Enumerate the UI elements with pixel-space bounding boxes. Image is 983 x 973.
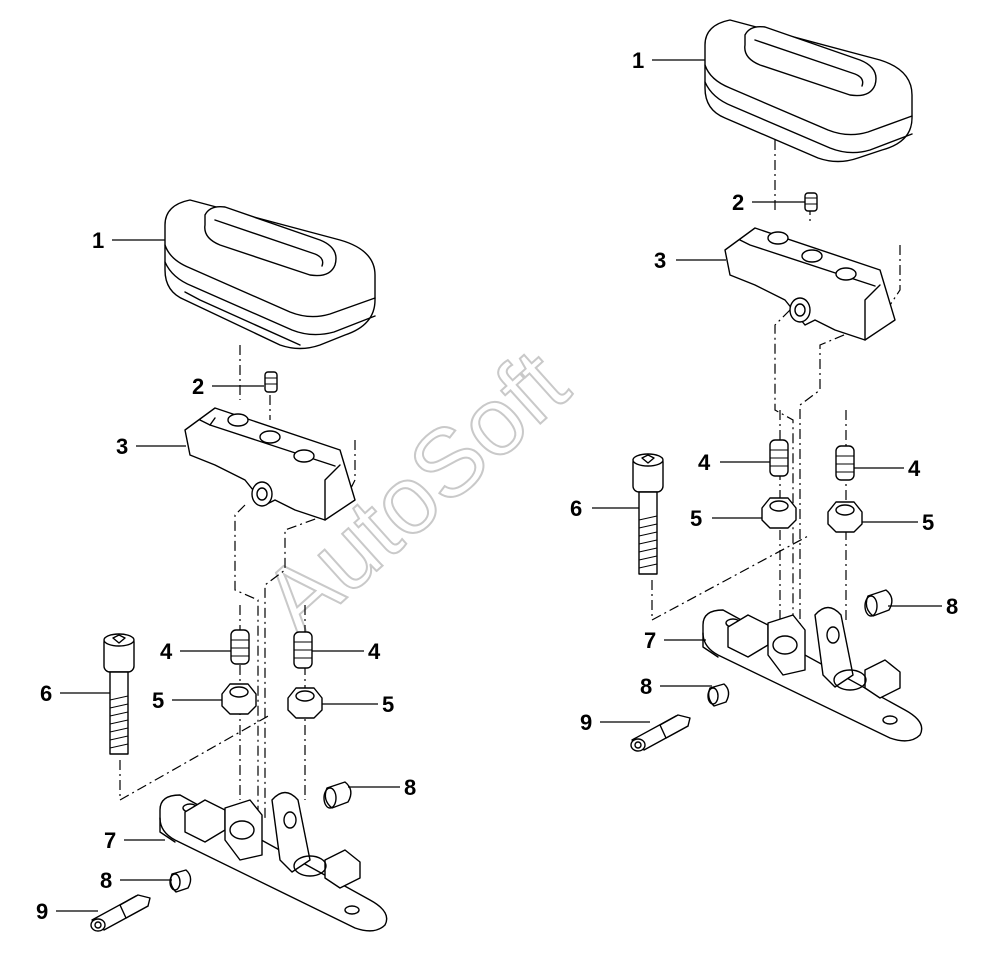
left-assembly: 1 2 3 4 4 5 5 6 7 8 8 9	[36, 199, 416, 932]
left-path-bracket-left	[234, 504, 259, 820]
right-part-3-bracket	[724, 227, 896, 341]
right-path-bracket-left	[774, 309, 794, 640]
left-part-9-pin	[90, 894, 151, 932]
left-part-4-studs	[230, 629, 313, 669]
left-path-bracket-right	[264, 440, 356, 820]
left-callout-8b: 8	[100, 868, 112, 893]
right-part-8-bushings	[707, 589, 893, 707]
right-callout-1: 1	[632, 48, 644, 73]
left-callout-3: 3	[116, 434, 128, 459]
right-callout-5b: 5	[922, 510, 934, 535]
right-path-bracket-right	[799, 245, 901, 640]
left-part-1-pad	[164, 199, 376, 350]
right-part-2-screw	[804, 192, 818, 212]
left-callout-9: 9	[36, 899, 48, 924]
left-callout-5a: 5	[152, 688, 164, 713]
left-axis-bolt	[119, 714, 271, 802]
right-callout-4a: 4	[698, 450, 711, 475]
right-axis-bolt	[651, 534, 811, 622]
right-part-6-bolt	[632, 453, 664, 575]
right-part-1-pad	[704, 19, 913, 163]
right-assembly: 1 2 3 4 4 5 5 6 7 8 8 9	[570, 19, 958, 752]
left-part-5-nuts	[221, 683, 323, 719]
right-part-7-base	[702, 606, 923, 742]
left-part-7-base	[159, 791, 388, 932]
left-callout-6: 6	[40, 681, 52, 706]
left-callout-4b: 4	[368, 639, 381, 664]
left-callout-8a: 8	[404, 775, 416, 800]
left-part-3-bracket	[184, 407, 356, 521]
right-callout-8a: 8	[946, 594, 958, 619]
left-part-2-screw	[264, 371, 278, 393]
right-callout-9: 9	[580, 710, 592, 735]
left-callout-5b: 5	[382, 692, 394, 717]
right-callout-7: 7	[644, 628, 656, 653]
right-callout-5a: 5	[690, 506, 702, 531]
right-callout-4b: 4	[908, 456, 921, 481]
right-callout-8b: 8	[640, 674, 652, 699]
right-part-9-pin	[630, 714, 691, 752]
left-callout-4a: 4	[160, 639, 173, 664]
right-callout-3: 3	[654, 248, 666, 273]
right-part-4-studs	[769, 439, 855, 481]
left-part-6-bolt	[103, 633, 135, 755]
right-part-5-nuts	[761, 497, 863, 533]
left-callout-2: 2	[192, 374, 204, 399]
right-callout-6: 6	[570, 496, 582, 521]
right-callout-2: 2	[732, 190, 744, 215]
left-callout-7: 7	[104, 828, 116, 853]
left-callout-1: 1	[92, 228, 104, 253]
